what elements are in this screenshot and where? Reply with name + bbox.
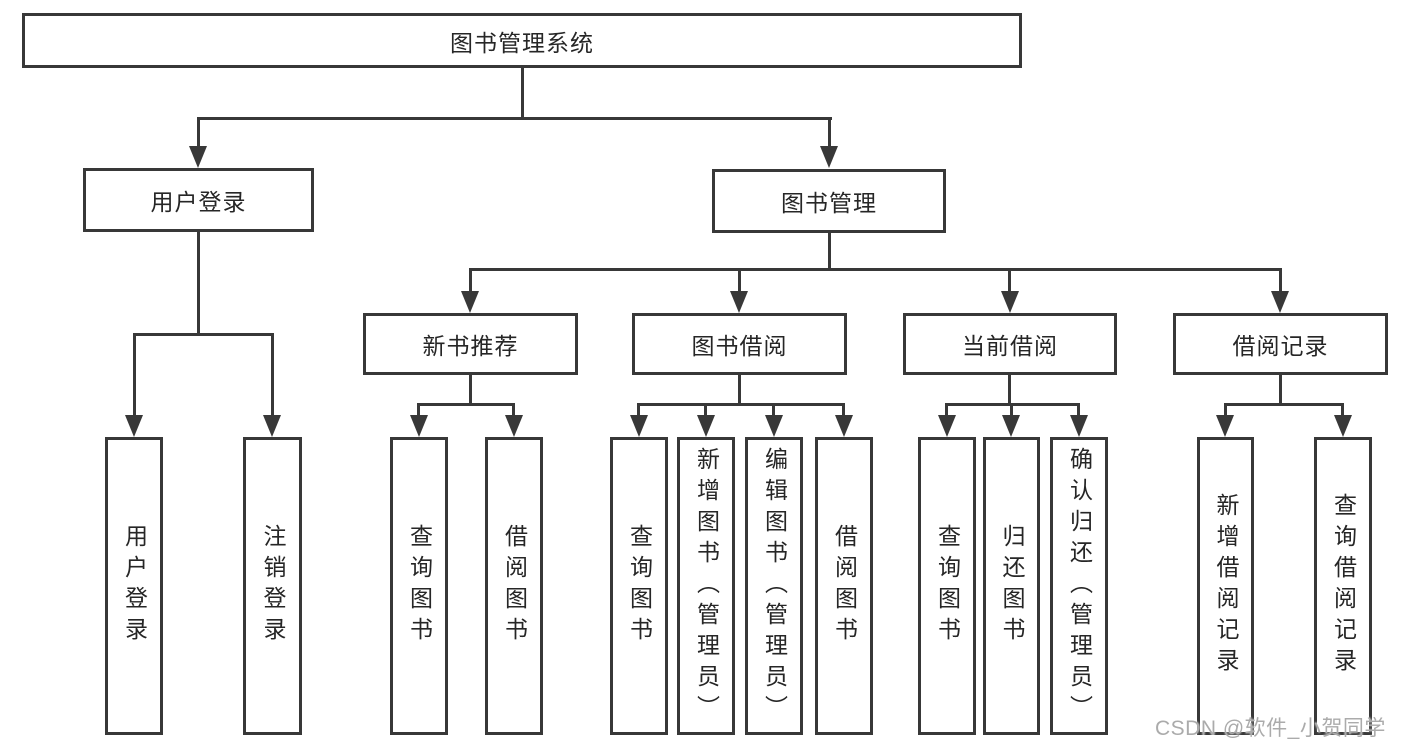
node-new-book-recommend: 新书推荐: [363, 313, 578, 375]
arrowhead-down-icon: [189, 146, 207, 168]
connector-line: [197, 232, 200, 335]
connector-line: [842, 403, 845, 415]
connector-line: [197, 117, 200, 146]
arrowhead-down-icon: [835, 415, 853, 437]
leaf-borrow-books: 借阅图书: [815, 437, 873, 735]
leaf-label: 查询图书: [406, 524, 433, 648]
leaf-label: 编辑图书（管理员）: [761, 446, 788, 726]
leaf-label: 新增借阅记录: [1213, 493, 1239, 679]
leaf-label: 用户登录: [121, 524, 148, 648]
arrowhead-down-icon: [125, 415, 143, 437]
leaf-label: 借阅图书: [501, 524, 528, 648]
connector-line: [828, 233, 831, 270]
arrowhead-down-icon: [1271, 291, 1289, 313]
connector-line: [469, 375, 472, 405]
arrowhead-down-icon: [410, 415, 428, 437]
leaf-label: 归还图书: [999, 524, 1025, 648]
leaf-query-books-borrowing: 查询图书: [610, 437, 668, 735]
arrowhead-down-icon: [1070, 415, 1088, 437]
arrowhead-down-icon: [1216, 415, 1234, 437]
node-library-management-system: 图书管理系统: [22, 13, 1022, 68]
leaf-label: 查询图书: [934, 524, 961, 648]
arrowhead-down-icon: [765, 415, 783, 437]
leaf-label: 借阅图书: [831, 524, 858, 648]
node-book-management: 图书管理: [712, 169, 946, 233]
arrowhead-down-icon: [1002, 415, 1020, 437]
connector-line: [704, 403, 707, 415]
leaf-confirm-return-admin: 确认归还（管理员）: [1050, 437, 1108, 735]
connector-line: [133, 333, 274, 336]
arrowhead-down-icon: [730, 291, 748, 313]
leaf-return-book: 归还图书: [983, 437, 1040, 735]
connector-line: [1224, 403, 1227, 415]
node-current-borrowing: 当前借阅: [903, 313, 1117, 375]
arrowhead-down-icon: [630, 415, 648, 437]
leaf-add-book-admin: 新增图书（管理员）: [677, 437, 735, 735]
connector-line: [1008, 375, 1011, 405]
leaf-query-books-recommend: 查询图书: [390, 437, 448, 735]
connector-line: [469, 268, 1282, 271]
leaf-label: 查询图书: [626, 524, 653, 648]
connector-line: [1224, 403, 1343, 406]
node-user-login: 用户登录: [83, 168, 314, 232]
leaf-label: 新增图书（管理员）: [693, 446, 720, 726]
leaf-label: 注销登录: [260, 524, 286, 648]
arrowhead-down-icon: [461, 291, 479, 313]
connector-line: [1010, 403, 1013, 415]
connector-line: [417, 403, 420, 415]
connector-line: [738, 375, 741, 405]
arrowhead-down-icon: [820, 146, 838, 168]
connector-line: [197, 117, 832, 120]
arrowhead-down-icon: [1001, 291, 1019, 313]
connector-line: [772, 403, 775, 415]
leaf-query-borrow-record: 查询借阅记录: [1314, 437, 1372, 735]
leaf-label: 查询借阅记录: [1330, 493, 1357, 679]
connector-line: [637, 403, 844, 406]
leaf-logout: 注销登录: [243, 437, 302, 735]
connector-line: [1008, 268, 1011, 291]
leaf-add-borrow-record: 新增借阅记录: [1197, 437, 1254, 735]
connector-line: [1279, 375, 1282, 405]
arrowhead-down-icon: [938, 415, 956, 437]
connector-line: [945, 403, 948, 415]
connector-line: [133, 333, 136, 415]
connector-line: [469, 268, 472, 291]
connector-line: [1077, 403, 1080, 415]
arrowhead-down-icon: [263, 415, 281, 437]
connector-line: [1279, 268, 1282, 291]
leaf-borrow-books-recommend: 借阅图书: [485, 437, 543, 735]
leaf-query-books-current: 查询图书: [918, 437, 976, 735]
connector-line: [1341, 403, 1344, 415]
connector-line: [521, 68, 524, 120]
leaf-edit-book-admin: 编辑图书（管理员）: [745, 437, 803, 735]
connector-line: [738, 268, 741, 291]
connector-line: [417, 403, 515, 406]
connector-line: [271, 333, 274, 415]
connector-line: [828, 117, 831, 146]
leaf-label: 确认归还（管理员）: [1066, 446, 1093, 726]
node-borrow-records: 借阅记录: [1173, 313, 1388, 375]
connector-line: [637, 403, 640, 415]
arrowhead-down-icon: [1334, 415, 1352, 437]
connector-line: [512, 403, 515, 415]
csdn-watermark: CSDN @软件_小贺同学: [1155, 717, 1386, 740]
arrowhead-down-icon: [505, 415, 523, 437]
arrowhead-down-icon: [697, 415, 715, 437]
leaf-user-login: 用户登录: [105, 437, 163, 735]
node-book-borrowing: 图书借阅: [632, 313, 847, 375]
